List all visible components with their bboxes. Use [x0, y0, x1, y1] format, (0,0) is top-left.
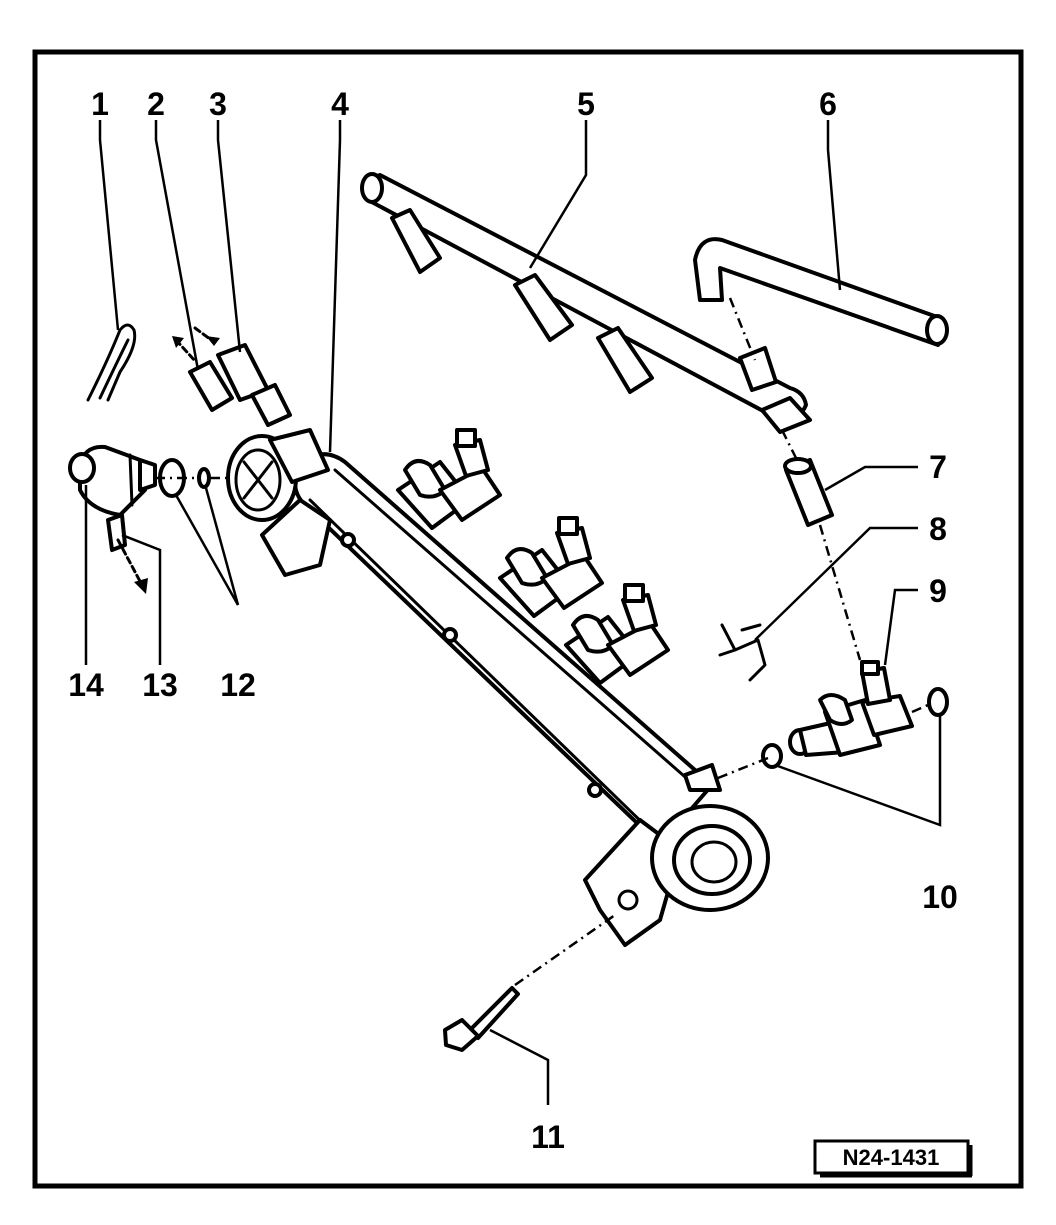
retaining-clip-small — [106, 513, 127, 552]
callout-10: 10 — [922, 879, 958, 915]
fuel-rail — [226, 428, 770, 947]
bolt — [443, 986, 520, 1052]
o-ring-small — [197, 467, 211, 489]
hose-elbow — [693, 237, 949, 347]
o-ring — [761, 743, 783, 769]
callout-5: 5 — [577, 86, 595, 122]
callout-7: 7 — [929, 449, 947, 485]
callout-13: 13 — [142, 667, 178, 703]
callout-11: 11 — [531, 1119, 565, 1155]
leader-lines — [84, 120, 942, 1105]
callout-14: 14 — [68, 667, 104, 703]
diagram-frame — [32, 49, 1024, 1189]
assembly-lines — [155, 297, 929, 987]
figure-id: N24-1431 — [843, 1145, 940, 1170]
callout-12: 12 — [220, 667, 256, 703]
callout-2: 2 — [147, 86, 165, 122]
injector-mounted — [564, 583, 670, 685]
injector-mounted — [498, 516, 604, 618]
callout-3: 3 — [209, 86, 227, 122]
retaining-clip — [718, 623, 767, 682]
callout-labels: 1 2 3 4 5 6 7 8 9 10 11 12 13 14 — [68, 86, 958, 1155]
callout-9: 9 — [929, 573, 947, 609]
callout-4: 4 — [331, 86, 349, 122]
o-ring — [927, 687, 949, 717]
injector-exploded — [788, 660, 914, 757]
callout-1: 1 — [91, 86, 109, 122]
pressure-regulator — [68, 444, 157, 517]
injector-mounted — [396, 428, 502, 530]
direction-arrows — [116, 326, 220, 594]
callout-6: 6 — [819, 86, 837, 122]
spring-clip — [86, 323, 137, 402]
hose-connector — [188, 360, 234, 412]
vent-hose — [360, 172, 812, 434]
figure-id-box: N24-1431 — [813, 1139, 973, 1178]
callout-8: 8 — [929, 511, 947, 547]
